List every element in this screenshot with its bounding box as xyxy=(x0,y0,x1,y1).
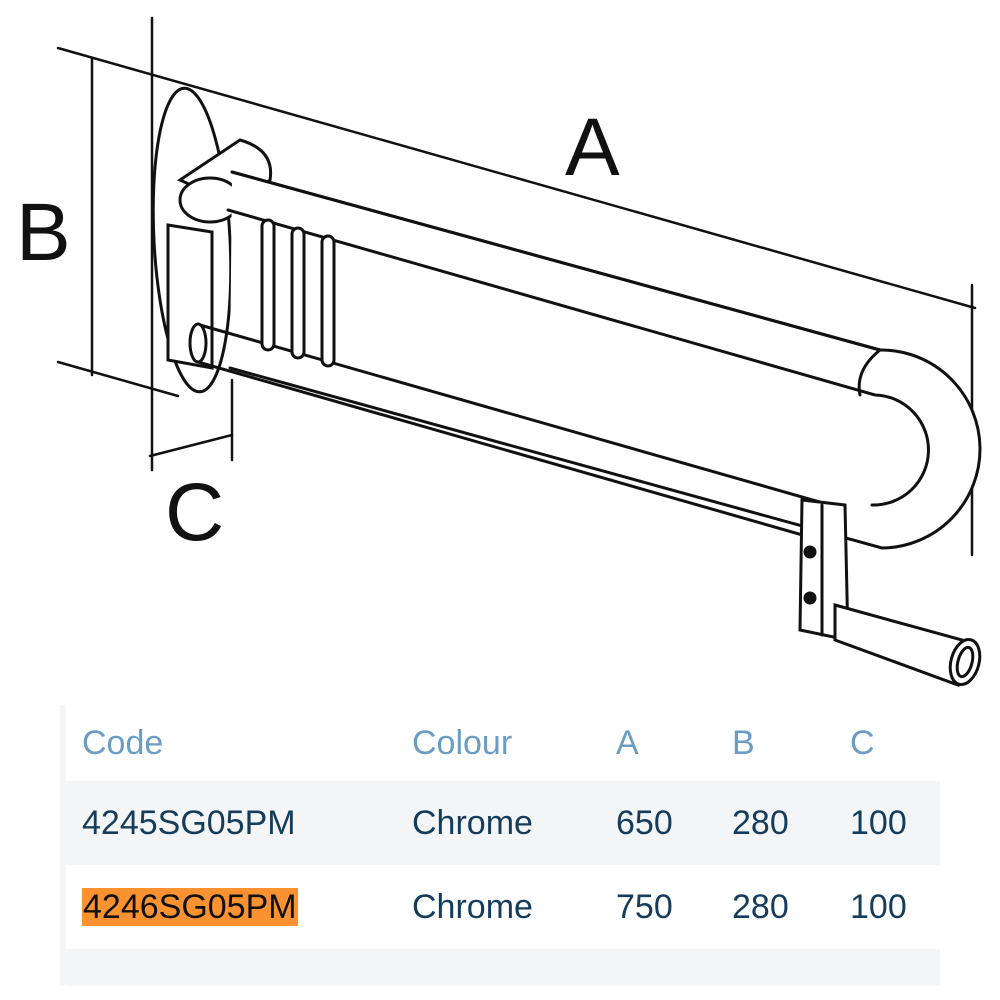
cell-a: 750 xyxy=(616,887,673,926)
cell-code: 4245SG05PM xyxy=(82,803,296,842)
table-header-row: Code Colour A B C xyxy=(66,705,940,781)
cell-c: 100 xyxy=(850,803,907,842)
header-a: A xyxy=(616,723,639,762)
grab-rail xyxy=(188,170,982,550)
header-colour: Colour xyxy=(412,723,513,762)
table-left-edge xyxy=(60,705,66,985)
header-c: C xyxy=(850,723,875,762)
vertical-supports xyxy=(260,218,336,368)
cell-b: 280 xyxy=(732,803,789,842)
spec-table: Code Colour A B C 4245SG05PM Chrome 650 … xyxy=(66,705,940,986)
header-code: Code xyxy=(82,723,164,762)
dimension-label-b: B xyxy=(16,187,71,278)
dimension-lines xyxy=(56,16,977,557)
dimension-label-c: C xyxy=(165,467,224,558)
cell-code-highlighted: 4246SG05PM xyxy=(82,887,298,926)
cell-a: 650 xyxy=(616,803,673,842)
hinge-bracket xyxy=(798,498,982,688)
header-b: B xyxy=(732,723,755,762)
cell-colour: Chrome xyxy=(412,887,533,926)
cell-colour: Chrome xyxy=(412,803,533,842)
dimension-label-a: A xyxy=(565,102,620,193)
cell-b: 280 xyxy=(732,887,789,926)
table-footer-row xyxy=(66,949,940,986)
table-row: 4245SG05PM Chrome 650 280 100 xyxy=(66,781,940,865)
cell-c: 100 xyxy=(850,887,907,926)
grab-bar-technical-drawing: A B C xyxy=(16,16,982,688)
table-row: 4246SG05PM Chrome 750 280 100 xyxy=(66,865,940,949)
